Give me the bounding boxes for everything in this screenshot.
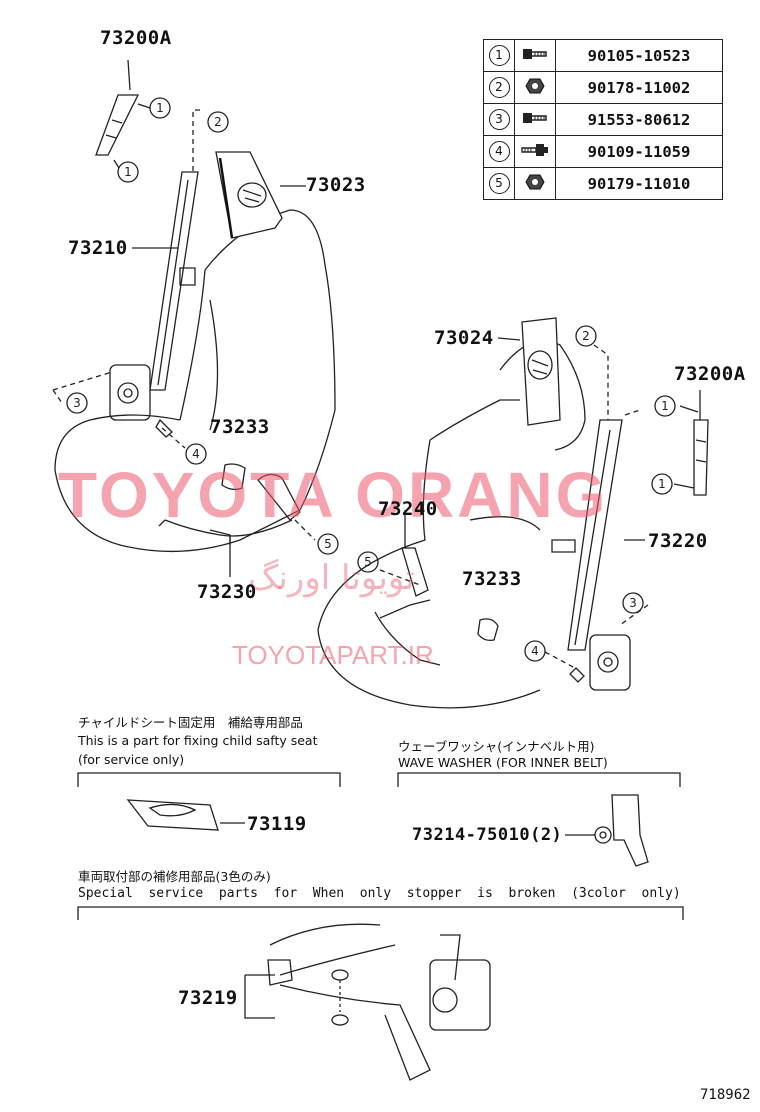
fastener-index-cell: 5: [483, 167, 515, 200]
callout-1a: 1: [156, 101, 164, 115]
fastener-row: 3 91553-80612: [483, 103, 723, 136]
fastener-index-cell: 1: [483, 39, 515, 72]
washer-note-jp: ウェーブワッシャ(インナベルト用): [398, 739, 595, 754]
left-dashed-leaders: [52, 109, 316, 541]
callout-2b: 2: [582, 329, 590, 343]
label-73024: 73024: [434, 327, 494, 349]
label-73230: 73230: [197, 581, 257, 603]
fastener-row: 2 90178-11002: [483, 71, 723, 104]
special-note-jp: 車両取付部の補修用部品(3色のみ): [78, 869, 271, 884]
pillar-garnish-73024: [497, 317, 561, 426]
fastener-part-number: 90179-11010: [555, 167, 723, 200]
watermark-url: TOYOTAPART.IR: [232, 640, 434, 670]
fastener-row: 1 90105-10523: [483, 39, 723, 72]
label-73210: 73210: [68, 237, 128, 259]
left-belt-73210: [109, 171, 199, 438]
left-seat-outline: [54, 209, 336, 553]
fastener-row: 4 90109-11059: [483, 135, 723, 168]
child-seat-note-en: This is a part for fixing child safty se…: [78, 733, 318, 748]
fastener-index-cell: 3: [483, 103, 515, 136]
callout-5b: 5: [364, 555, 372, 569]
washer-note-en: WAVE WASHER (FOR INNER BELT): [398, 755, 608, 770]
stud-bolt-icon: [514, 135, 556, 168]
label-73023: 73023: [306, 174, 366, 196]
child-seat-anchor-73119: [126, 799, 245, 831]
child-seat-note-en2: (for service only): [78, 752, 185, 767]
stopper-assembly-73219: [244, 923, 491, 1081]
callout-4a: 4: [192, 447, 200, 461]
right-dashed-leaders: [379, 344, 649, 669]
fastener-index-cell: 4: [483, 135, 515, 168]
bolt-icon: [514, 39, 556, 72]
callout-1c: 1: [661, 399, 669, 413]
fastener-index: 4: [488, 141, 510, 162]
label-73200a-left: 73200A: [100, 27, 172, 49]
fastener-index-cell: 2: [483, 71, 515, 104]
right-belt-73220: [551, 419, 645, 691]
label-73119: 73119: [247, 813, 307, 835]
callout-1d: 1: [658, 477, 666, 491]
fastener-index: 2: [488, 77, 510, 98]
callout-5a: 5: [324, 537, 332, 551]
fastener-index: 3: [488, 109, 510, 130]
label-73219: 73219: [178, 987, 238, 1009]
callout-3a: 3: [73, 396, 81, 410]
callout-2a: 2: [214, 115, 222, 129]
right-seat-outline: [317, 340, 586, 709]
anchor-bracket-right: [673, 390, 709, 496]
bolt-icon: [514, 103, 556, 136]
fastener-part-number: 91553-80612: [555, 103, 723, 136]
buckle-right: [374, 510, 499, 666]
label-73233-right: 73233: [462, 568, 522, 590]
watermark-farsi: تویوتا اورنگ: [248, 558, 415, 598]
buckle-left: [158, 463, 301, 577]
wave-washer-part: [565, 794, 649, 867]
nut-icon: [514, 71, 556, 104]
callout-3b: 3: [629, 596, 637, 610]
label-73200a-right: 73200A: [674, 363, 746, 385]
fastener-row: 5 90179-11010: [483, 167, 723, 200]
nut-icon: [514, 167, 556, 200]
fastener-index: 1: [488, 45, 510, 66]
callout-4b: 4: [531, 644, 539, 658]
section-brackets: [77, 772, 684, 920]
fastener-index: 5: [488, 173, 510, 194]
fastener-table: 1 90105-10523 2 90178-11002 3 91553-80612 4 901…: [483, 39, 723, 200]
label-73240: 73240: [378, 498, 438, 520]
child-seat-note-jp: チャイルドシート固定用 補給専用部品: [78, 715, 303, 730]
pillar-garnish-73023: [215, 151, 306, 239]
anchor-bracket-left: [95, 59, 151, 169]
diagram-id: 718962: [700, 1087, 751, 1103]
fastener-part-number: 90109-11059: [555, 135, 723, 168]
callout-1b: 1: [124, 165, 132, 179]
fastener-part-number: 90178-11002: [555, 71, 723, 104]
watermark-main: TOYOTA ORANG: [58, 459, 609, 531]
label-73233-left: 73233: [210, 416, 270, 438]
callout-circles: [66, 97, 676, 662]
label-73220: 73220: [648, 530, 708, 552]
label-73214: 73214-75010(2): [412, 825, 563, 845]
fastener-part-number: 90105-10523: [555, 39, 723, 72]
special-note-en: Special service parts for When only stop…: [78, 886, 681, 901]
